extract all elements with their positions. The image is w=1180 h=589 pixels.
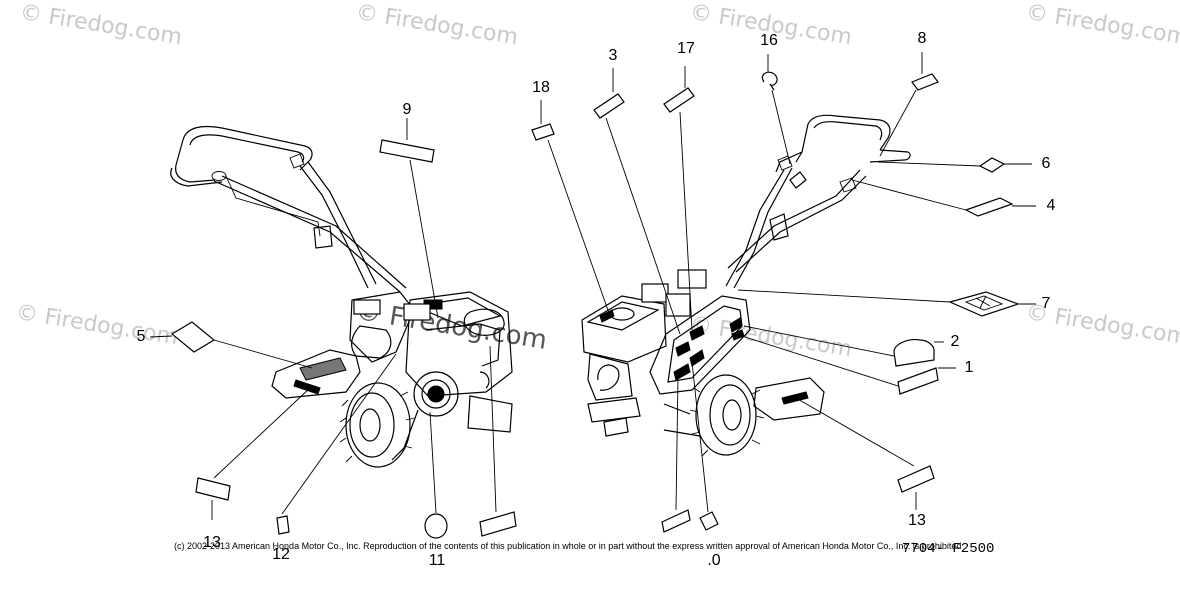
callout-18: 18 [532,79,550,96]
callout-13-right: 13 [908,512,926,529]
decal-12 [276,515,290,535]
decal-parts [170,71,1020,539]
decal-9 [379,139,435,163]
callout-3: 3 [608,47,618,64]
copyright-notice: (c) 2002-2013 American Honda Motor Co., … [174,541,962,551]
decal-3 [593,93,625,119]
decal-2 [893,339,935,367]
decal-6 [978,157,1006,173]
callout-5: 5 [136,328,146,345]
callout-2: 2 [950,333,960,350]
decal-left-bottom [479,511,517,537]
decal-16 [761,71,778,91]
decal-11 [424,513,448,539]
decal-bottom-b [699,511,719,531]
decal-18 [531,123,555,141]
callout-10: .0 [707,552,721,569]
callout-6: 6 [1041,155,1051,172]
decal-1 [897,367,939,395]
callout-8: 8 [917,30,927,47]
callout-16: 16 [760,32,778,49]
drawing-code: 7704- F2500 [902,541,995,557]
decal-5 [170,321,216,353]
callout-13-left: 13 [203,534,221,551]
decal-8 [911,73,939,91]
callout-12: 12 [272,546,290,563]
callout-1: 1 [964,359,974,376]
decal-4 [964,197,1014,217]
decal-bottom-a [661,509,691,533]
callout-9: 9 [402,101,412,118]
callout-7: 7 [1041,295,1051,312]
leader-lines [149,52,1036,520]
callout-4: 4 [1046,197,1056,214]
decal-17 [663,87,695,113]
callout-17: 17 [677,40,695,57]
decal-13-right [897,465,935,493]
right-tiller-drawing [581,114,911,457]
callout-11: 11 [428,552,446,569]
left-tiller-drawing [170,125,513,468]
decal-13-left [195,477,231,501]
